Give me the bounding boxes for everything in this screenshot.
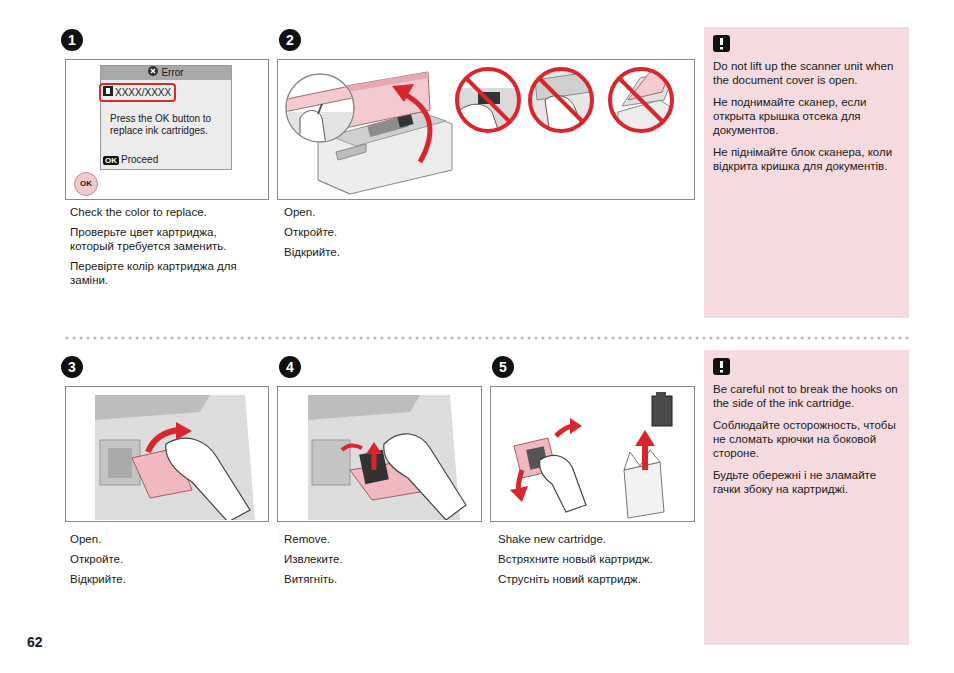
prohibition-sign: [530, 69, 592, 135]
step-caption: Shake new cartridge. Встряхните новый кар…: [498, 532, 690, 592]
cartridge-shake-drawing: [510, 392, 672, 518]
lcd-screen: ErrorXXXX/XXXX Press the OK button to rep…: [100, 65, 232, 170]
caution-text: Не піднімайте блок сканера, коли відкрит…: [713, 145, 901, 173]
caption-text: Струсніть новий картридж.: [498, 572, 690, 586]
step-caption: Remove. Извлеките. Витягніть.: [284, 532, 476, 592]
error-icon: [148, 66, 158, 80]
ok-button: OK: [74, 172, 98, 196]
caption-text: Витягніть.: [284, 572, 476, 586]
highlight-frame: XXXX/XXXX: [99, 83, 176, 102]
caption-text: Перевірте колір картриджа для заміни.: [70, 259, 262, 287]
step-caption: Open. Откройте. Відкрийте.: [70, 532, 262, 592]
caution-text: Be careful not to break the hooks on the…: [713, 382, 901, 410]
lcd-title: Error: [161, 67, 183, 78]
inset-detail: [280, 74, 370, 152]
step-number: 4: [279, 356, 301, 378]
cartridge-icon: [103, 86, 113, 99]
caution-icon: [713, 35, 730, 52]
cartridge-remove-drawing: [308, 395, 466, 520]
caption-text: Check the color to replace.: [70, 205, 262, 219]
button-label: OK: [80, 179, 92, 188]
caption-text: Извлеките.: [284, 552, 476, 566]
prohibition-sign: [455, 69, 525, 135]
caption-text: Open.: [284, 205, 484, 219]
caption-text: Откройте.: [70, 552, 262, 566]
lcd-footer: OKProceed: [103, 154, 158, 167]
cartridge-code: XXXX/XXXX: [115, 87, 171, 98]
caution-panel: Do not lift up the scanner unit when the…: [704, 27, 909, 318]
caption-text: Open.: [70, 532, 262, 546]
caution-icon: [713, 358, 730, 378]
frame: [66, 387, 269, 522]
caution-text: Соблюдайте осторожность, чтобы не сломат…: [713, 418, 901, 460]
step-caption: Check the color to replace. Проверьте цве…: [70, 205, 262, 293]
step-number: 3: [61, 356, 83, 378]
caption-text: Remove.: [284, 532, 476, 546]
dotted-separator: [67, 337, 908, 340]
step-number: 5: [492, 356, 514, 378]
caption-text: Shake new cartridge.: [498, 532, 690, 546]
step-number: 1: [61, 29, 83, 51]
caution-panel: Be careful not to break the hooks on the…: [704, 350, 909, 645]
caution-icon: [713, 35, 730, 55]
caution-text: Do not lift up the scanner unit when the…: [713, 59, 901, 87]
lcd-row: XXXX/XXXX: [99, 83, 231, 102]
frame: [278, 60, 695, 200]
caption-text: Відкрийте.: [284, 245, 484, 259]
frame: [278, 387, 482, 522]
prohibition-sign: [610, 66, 676, 136]
frame: [66, 60, 269, 200]
caution-icon: [713, 358, 730, 375]
caption-text: Встряхните новый картридж.: [498, 552, 690, 566]
frame: [491, 387, 695, 522]
caption-text: Откройте.: [284, 225, 484, 239]
cartridge-open-drawing: [95, 395, 255, 520]
error-icon: [148, 66, 158, 76]
caption-text: Проверьте цвет картриджа, который требуе…: [70, 225, 262, 253]
ok-key-icon: OK: [103, 156, 119, 165]
step-caption: Open. Откройте. Відкрийте.: [284, 205, 484, 265]
caption-text: Відкрийте.: [70, 572, 262, 586]
page-number: 62: [27, 634, 43, 650]
lcd-message: Press the OK button to replace ink cartr…: [110, 113, 227, 137]
lcd-header: Error: [101, 66, 231, 80]
lcd-action: Proceed: [121, 154, 158, 165]
cartridge-icon: [103, 86, 113, 96]
step-number: 2: [279, 29, 301, 51]
caution-text: Будьте обережні і не зламайте гачки збок…: [713, 468, 901, 496]
caution-text: Не поднимайте сканер, если открыта крышк…: [713, 95, 901, 137]
